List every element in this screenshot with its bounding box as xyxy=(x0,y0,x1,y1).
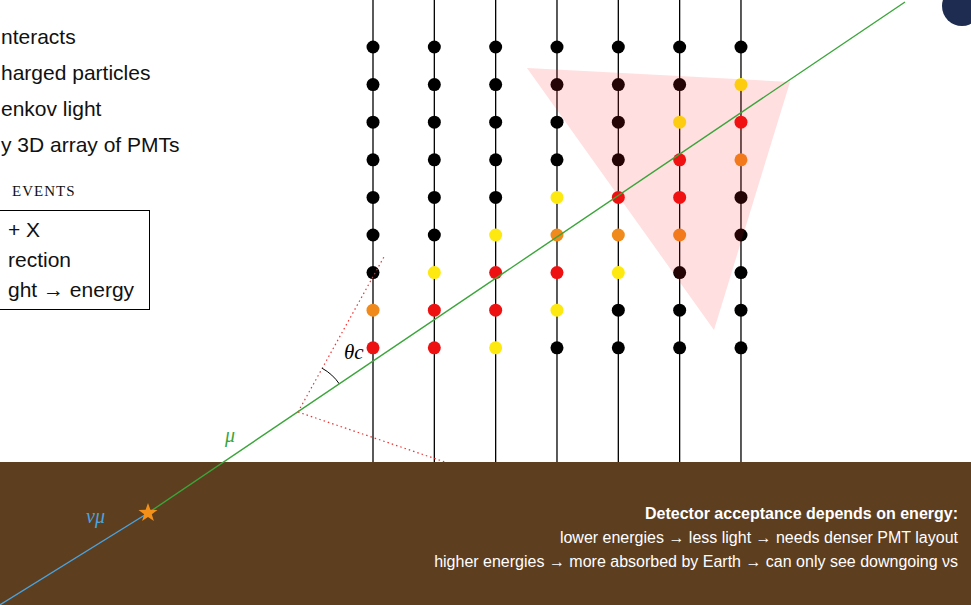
pmt xyxy=(428,153,441,166)
ground-band: Detector acceptance depends on energy:lo… xyxy=(0,462,971,605)
events-box: EVENTS+ Xrectionght → energy xyxy=(0,210,150,310)
pmt xyxy=(734,341,747,354)
pmt xyxy=(428,41,441,54)
cherenkov-cone xyxy=(527,68,790,330)
pmt xyxy=(489,153,502,166)
pmt xyxy=(734,41,747,54)
event-line: + X xyxy=(8,215,137,245)
pmt xyxy=(612,341,625,354)
bullet-text: harged particles xyxy=(1,60,150,86)
pmt xyxy=(367,41,380,54)
pmt xyxy=(612,229,625,242)
pmt xyxy=(489,191,502,204)
corner-ornament xyxy=(942,0,971,26)
band-note: lower energies → less light → needs dens… xyxy=(0,526,958,550)
pmt xyxy=(428,229,441,242)
pmt xyxy=(428,116,441,129)
muon-track xyxy=(148,462,305,513)
neutrino-track xyxy=(0,513,148,605)
bullet-text: nteracts xyxy=(1,24,76,50)
pmt xyxy=(428,341,441,354)
pmt xyxy=(367,341,380,354)
pmt xyxy=(673,341,686,354)
pmt xyxy=(367,191,380,204)
pmt xyxy=(673,304,686,317)
pmt xyxy=(428,266,441,279)
pmt xyxy=(428,304,441,317)
band-note: higher energies → more absorbed by Earth… xyxy=(0,550,958,574)
pmt xyxy=(367,78,380,91)
pmt xyxy=(489,266,502,279)
bullet-text: y 3D array of PMTs xyxy=(1,132,180,158)
pmt xyxy=(489,229,502,242)
bullet-text: enkov light xyxy=(1,96,101,122)
pmt xyxy=(428,78,441,91)
pmt xyxy=(489,341,502,354)
pmt xyxy=(734,266,747,279)
event-line: ght → energy xyxy=(8,275,137,305)
particle-label: μ xyxy=(225,424,235,446)
pmt xyxy=(489,116,502,129)
pmt xyxy=(367,116,380,129)
band-heading: Detector acceptance depends on energy: xyxy=(0,502,958,526)
muon-track xyxy=(148,2,905,513)
cone-edge xyxy=(298,412,445,462)
pmt xyxy=(489,78,502,91)
pmt xyxy=(550,266,563,279)
interaction-star xyxy=(139,503,158,521)
angle-arc xyxy=(322,368,339,384)
pmt xyxy=(612,304,625,317)
pmt xyxy=(367,229,380,242)
particle-label: νμ xyxy=(86,505,105,527)
pmt xyxy=(367,153,380,166)
pmt xyxy=(489,304,502,317)
pmt xyxy=(612,266,625,279)
pmt xyxy=(550,191,563,204)
pmt xyxy=(673,41,686,54)
pmt xyxy=(550,116,563,129)
pmt xyxy=(489,41,502,54)
pmt xyxy=(550,304,563,317)
pmt xyxy=(612,41,625,54)
section-heading: EVENTS xyxy=(12,181,76,201)
angle-label: θc xyxy=(344,340,364,364)
pmt xyxy=(550,341,563,354)
pmt xyxy=(428,191,441,204)
pmt xyxy=(550,153,563,166)
pmt xyxy=(550,41,563,54)
event-line: rection xyxy=(8,245,137,275)
pmt xyxy=(734,304,747,317)
cone-edge xyxy=(298,255,385,412)
pmt xyxy=(367,304,380,317)
